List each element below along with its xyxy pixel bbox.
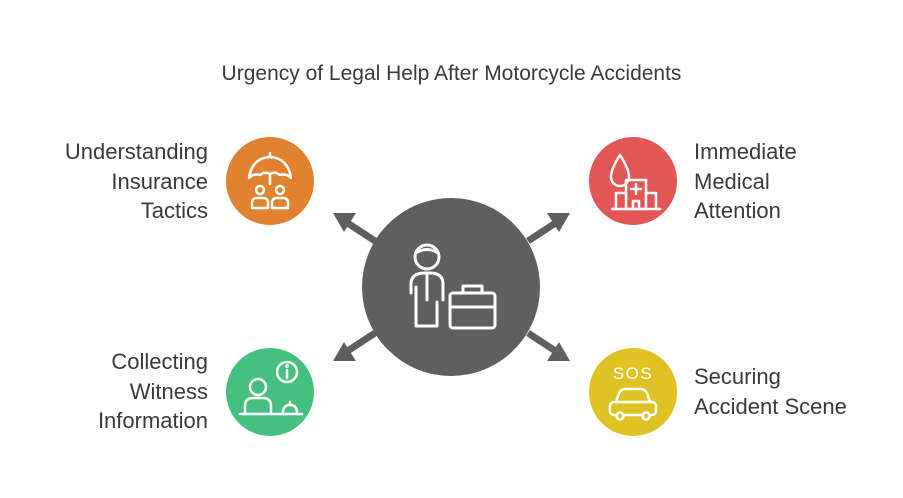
label-witness: Collecting Witness Information [98, 347, 208, 436]
label-medical: Immediate Medical Attention [694, 137, 797, 226]
arrow-to-medical [526, 219, 559, 244]
label-scene: Securing Accident Scene [694, 362, 847, 421]
person-info-desk-icon [238, 360, 304, 416]
label-insurance: Understanding Insurance Tactics [65, 137, 208, 226]
scene-circle [589, 348, 677, 436]
witness-circle [226, 348, 314, 436]
arrowhead-witness [333, 342, 356, 361]
label-scene-line-2: Accident Scene [694, 393, 847, 419]
label-witness-line-3: Information [97, 408, 208, 433]
label-witness-line-2: Witness [129, 378, 208, 404]
arrow-to-witness [344, 330, 377, 355]
arrowhead-insurance [333, 213, 356, 232]
sos-text-icon: SOS [613, 364, 653, 383]
label-medical-line-2: Medical [694, 168, 770, 194]
umbrella-family-icon [247, 151, 293, 210]
label-medical-line-1: Immediate [694, 139, 797, 164]
label-insurance-line-3: Tactics [140, 198, 208, 223]
arrowhead-medical [547, 213, 570, 232]
center-circle [362, 198, 540, 376]
label-medical-line-3: Attention [694, 198, 781, 223]
label-insurance-line-2: Insurance [111, 168, 208, 194]
label-witness-line-1: Collecting [111, 349, 208, 374]
arrowhead-scene [547, 342, 570, 361]
lawyer-with-briefcase-icon [409, 243, 497, 330]
label-scene-line-1: Securing [694, 364, 781, 389]
label-insurance-line-1: Understanding [64, 139, 208, 164]
connector-arrows [333, 213, 570, 361]
blood-drop-hospital-icon [609, 153, 662, 211]
arrow-to-scene [526, 330, 559, 355]
arrow-to-insurance [344, 219, 377, 244]
diagram-title: Urgency of Legal Help After Motorcycle A… [221, 62, 682, 85]
sos-car-icon [608, 387, 658, 421]
